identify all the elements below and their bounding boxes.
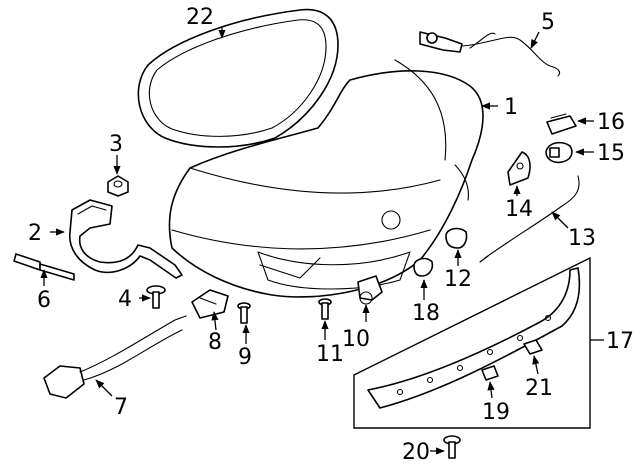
callout-15: 15 [597,141,625,166]
callout-labels: 1 2 3 4 5 6 7 8 9 10 11 12 13 14 15 16 1… [28,5,634,465]
nut-part-3 [107,175,129,197]
latch-part-8 [191,289,229,319]
callout-10: 10 [342,327,370,352]
callout-3: 3 [109,132,123,157]
bumper-part-12 [445,227,468,249]
callout-22: 22 [186,5,214,30]
spoiler-part-17 [367,267,581,409]
screw-part-20 [443,435,461,459]
lock-actuator-part [43,315,187,399]
callout-11: 11 [316,342,344,367]
clip-part-19 [481,365,499,381]
callout-21: 21 [525,376,553,401]
callout-9: 9 [238,345,252,370]
callout-13: 13 [568,226,596,251]
callout-16: 16 [597,110,625,135]
hinge-part-2 [69,199,183,279]
bumper-part-18 [413,257,434,277]
bumper-part-15 [545,141,573,164]
callout-1: 1 [504,95,518,120]
callout-5: 5 [541,10,555,35]
callout-14: 14 [505,197,533,222]
bolt-part-4 [146,285,166,309]
callout-19: 19 [482,400,510,425]
callout-8: 8 [208,330,222,355]
spoiler-group-box [353,256,591,429]
callout-4: 4 [118,287,132,312]
release-cable-part [479,175,580,263]
callout-7: 7 [114,395,128,420]
bolt-part-11 [318,298,332,320]
leader-lines [40,26,604,455]
trunk-seal-part [137,8,339,148]
callout-20: 20 [402,440,430,465]
bracket-part-14 [507,151,531,186]
gas-strut-part [13,253,75,281]
trunk-lid-part [168,59,484,298]
callout-6: 6 [37,288,51,313]
callout-17: 17 [606,329,634,354]
callout-18: 18 [412,301,440,326]
bolt-part-9 [237,302,251,324]
lid-actuator-part [419,31,561,77]
callout-12: 12 [444,267,472,292]
striker-part-10 [357,275,383,305]
lamp-part-16 [546,113,577,135]
clip-part-21 [523,339,543,355]
callout-2: 2 [28,221,42,246]
